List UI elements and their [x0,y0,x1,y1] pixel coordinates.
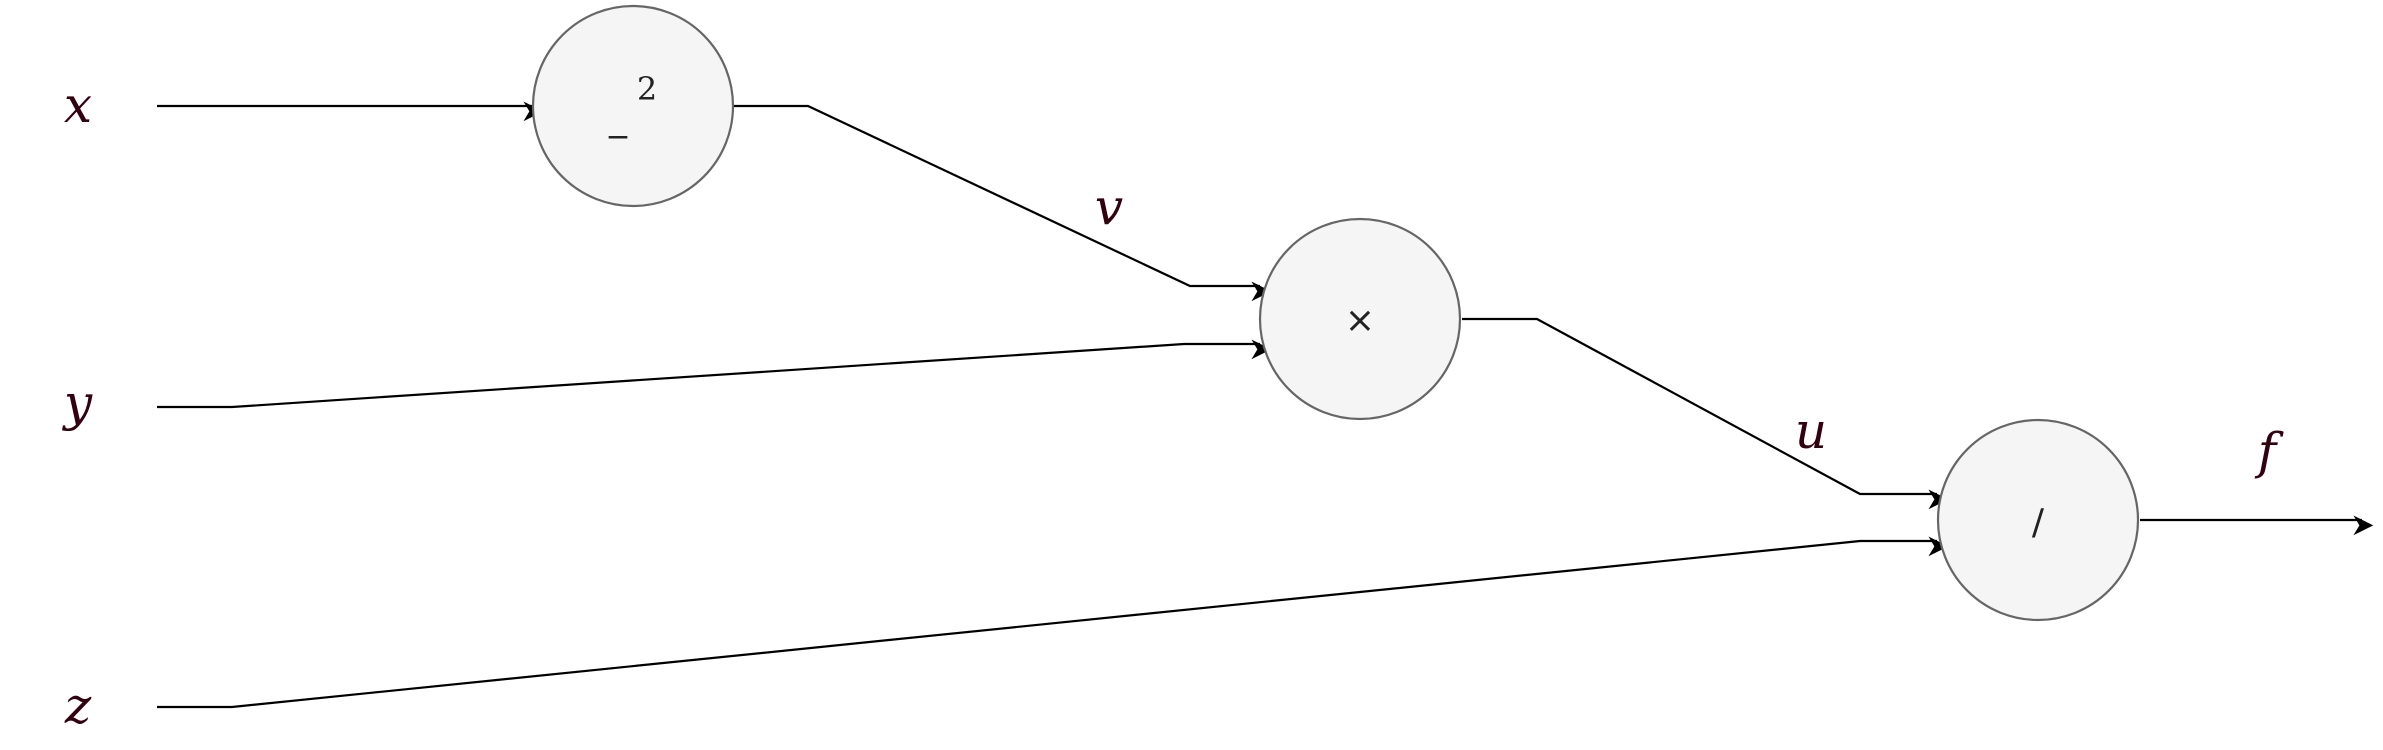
square-node-circle [531,4,735,208]
edge-z-to-divide [157,536,1949,709]
square-node-exponent: 2 [637,70,657,108]
divide-node-symbol: / [2032,502,2045,543]
input-label-y: y [62,374,93,432]
divide-node: / [1936,418,2140,622]
edge-label-u: u [1795,402,1827,460]
divide-node-circle [1936,418,2140,622]
square-node: _ 2 [531,4,735,208]
edge-v-square-to-multiply [734,104,1272,302]
multiply-node-circle [1258,217,1462,421]
edge-label-f: f [2254,422,2284,480]
input-label-x: x [64,76,92,134]
input-label-z: z [64,677,92,735]
edge-label-v: v [1095,178,1123,236]
multiply-node: × [1258,217,1462,421]
edge-y-to-multiply [157,339,1272,409]
edge-u-multiply-to-divide [1462,317,1949,510]
square-node-base: _ [608,98,628,139]
multiply-node-symbol: × [1345,300,1375,341]
